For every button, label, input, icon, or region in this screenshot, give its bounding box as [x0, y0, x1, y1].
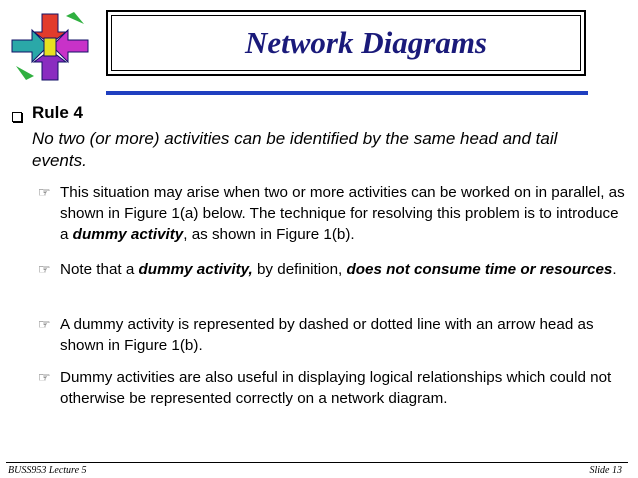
pointing-hand-icon: ☞ — [38, 316, 51, 332]
pointing-hand-icon: ☞ — [38, 369, 51, 385]
square-bullet-icon — [12, 112, 22, 122]
slide-title: Network Diagrams — [245, 25, 487, 60]
point-2: Note that a dummy activity, by definitio… — [60, 261, 617, 278]
footer-divider — [6, 462, 628, 463]
footer-slide-number: Slide 13 — [589, 465, 623, 476]
point-3: A dummy activity is represented by dashe… — [60, 316, 594, 354]
pointing-hand-icon: ☞ — [38, 184, 51, 200]
title-box: Network Diagrams — [106, 10, 586, 76]
pointing-hand-icon: ☞ — [38, 261, 51, 277]
title-underline — [106, 91, 588, 95]
university-logo — [11, 12, 89, 81]
point-4: Dummy activities are also useful in disp… — [60, 369, 612, 407]
rule-heading: Rule 4 — [32, 103, 84, 122]
footer-course: BUSS953 Lecture 5 — [8, 465, 87, 476]
rule-body: No two (or more) activities can be ident… — [32, 129, 558, 170]
point-1: This situation may arise when two or mor… — [60, 184, 625, 243]
